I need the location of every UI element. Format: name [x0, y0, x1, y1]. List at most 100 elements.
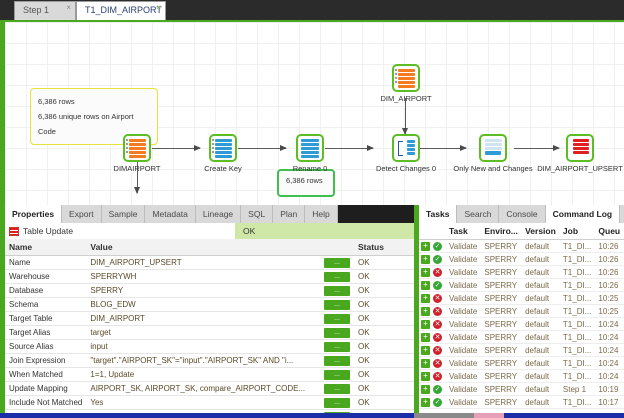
ellipsis-button[interactable]: ...	[324, 286, 350, 296]
ellipsis-button[interactable]: ...	[324, 314, 350, 324]
property-edit-cell[interactable]: ...	[320, 255, 354, 270]
property-edit-cell[interactable]: ...	[320, 339, 354, 354]
ellipsis-button[interactable]: ...	[324, 300, 350, 310]
expand-cell[interactable]: +	[419, 382, 432, 396]
tab-metadata[interactable]: Metadata	[145, 205, 196, 223]
expand-cell[interactable]: +	[419, 252, 432, 266]
expand-cell[interactable]: +	[419, 291, 432, 305]
close-icon[interactable]: ×	[66, 3, 71, 12]
property-edit-cell[interactable]: ...	[320, 381, 354, 396]
expand-cell[interactable]: +	[419, 343, 432, 357]
expand-cell[interactable]: +	[419, 239, 432, 253]
property-edit-cell[interactable]: ...	[320, 283, 354, 298]
ellipsis-button[interactable]: ...	[324, 356, 350, 366]
expand-icon[interactable]: +	[421, 268, 430, 277]
tab-console[interactable]: Console	[499, 205, 546, 223]
close-icon[interactable]: ×	[156, 3, 161, 12]
expand-cell[interactable]: +	[419, 304, 432, 318]
property-edit-cell[interactable]: ...	[320, 325, 354, 340]
expand-icon[interactable]: +	[421, 398, 430, 407]
error-icon: ✕	[433, 320, 442, 329]
expand-icon[interactable]: +	[421, 385, 430, 394]
tab-search[interactable]: Search	[457, 205, 500, 223]
expand-icon[interactable]: +	[421, 242, 430, 251]
ellipsis-button[interactable]: ...	[324, 328, 350, 338]
ellipsis-button[interactable]: ...	[324, 258, 350, 268]
node-rename-0[interactable]: Rename 0	[293, 134, 327, 173]
property-edit-cell[interactable]: ...	[320, 311, 354, 326]
expand-cell[interactable]: +	[419, 278, 432, 292]
node-detect-changes-0[interactable]: Detect Changes 0	[376, 134, 436, 173]
expand-cell[interactable]: +	[419, 330, 432, 344]
tab-step-1[interactable]: Step 1 ×	[14, 1, 76, 20]
flow-canvas[interactable]: 6,386 rows 6,386 unique rows on Airport …	[0, 20, 624, 205]
expand-cell[interactable]: +	[419, 369, 432, 383]
node-create-key[interactable]: Create Key	[204, 134, 242, 173]
task-job: Step 1	[559, 382, 596, 396]
expand-icon[interactable]: +	[421, 346, 430, 355]
ellipsis-button[interactable]: ...	[324, 370, 350, 380]
expand-icon[interactable]: +	[421, 320, 430, 329]
expand-icon[interactable]: +	[421, 255, 430, 264]
expand-icon[interactable]: +	[421, 359, 430, 368]
expand-icon[interactable]: +	[421, 281, 430, 290]
node-only-new-and-changes[interactable]: Only New and Changes	[453, 134, 533, 173]
expand-icon[interactable]: +	[421, 307, 430, 316]
ellipsis-button[interactable]: ...	[324, 342, 350, 352]
tab-notices[interactable]: Notices	[620, 205, 624, 223]
expand-cell[interactable]: +	[419, 317, 432, 331]
tab-command-log[interactable]: Command Log	[545, 205, 621, 223]
tab-tasks[interactable]: Tasks	[419, 205, 458, 223]
tab-plan[interactable]: Plan	[273, 205, 306, 223]
node-dim-airport-upsert[interactable]: DIM_AIRPORT_UPSERT	[537, 134, 623, 173]
table-row[interactable]: Join Expression"target"."AIRPORT_SK"="in…	[5, 353, 414, 368]
node-dimairport[interactable]: DIMAIRPORT	[114, 134, 160, 173]
node-dim-airport[interactable]: DIM_AIRPORT	[380, 64, 432, 103]
tab-sample[interactable]: Sample	[101, 205, 146, 223]
tab-export[interactable]: Export	[62, 205, 102, 223]
expand-cell[interactable]: +	[419, 356, 432, 370]
ellipsis-button[interactable]: ...	[324, 398, 350, 408]
ellipsis-button[interactable]: ...	[324, 384, 350, 394]
expand-icon[interactable]: +	[421, 294, 430, 303]
property-edit-cell[interactable]: ...	[320, 353, 354, 368]
property-edit-cell[interactable]: ...	[320, 367, 354, 382]
tab-t1-dim-airport[interactable]: T1_DIM_AIRPORT ×	[76, 1, 166, 20]
tab-sql[interactable]: SQL	[241, 205, 274, 223]
expand-cell[interactable]: +	[419, 395, 432, 409]
ellipsis-button[interactable]: ...	[324, 272, 350, 282]
property-edit-cell[interactable]: ...	[320, 269, 354, 284]
expand-cell[interactable]: +	[419, 265, 432, 279]
tab-t1-dim-airport-label: T1_DIM_AIRPORT	[85, 5, 162, 15]
expand-icon[interactable]: +	[421, 333, 430, 342]
tab-lineage[interactable]: Lineage	[195, 205, 242, 223]
expand-icon[interactable]: +	[421, 372, 430, 381]
property-edit-cell[interactable]: ...	[320, 297, 354, 312]
tab-properties[interactable]: Properties	[5, 205, 63, 223]
property-edit-cell[interactable]: ...	[320, 395, 354, 410]
tab-help[interactable]: Help	[305, 205, 338, 223]
